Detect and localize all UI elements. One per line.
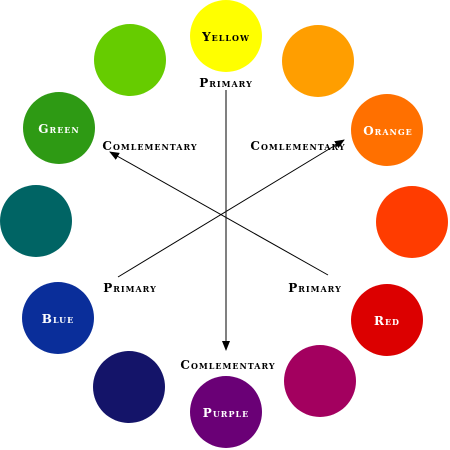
- color-circle-green: [23, 92, 95, 164]
- color-circle-orange: [351, 94, 423, 166]
- color-circle-yellow-orange: [282, 25, 354, 97]
- label-yellow: Yellow: [201, 30, 250, 44]
- label-green: Green: [38, 122, 79, 136]
- primary-label-left: Primary: [103, 281, 157, 295]
- color-circle-red-purple: [284, 345, 356, 417]
- color-circle-yellow: [190, 0, 262, 72]
- color-circle-blue-green: [0, 185, 72, 257]
- complementary-label-bottom: Comlementary: [180, 358, 275, 372]
- label-blue: Blue: [42, 312, 74, 326]
- color-circle-red: [351, 284, 423, 356]
- label-purple: Purple: [203, 406, 249, 420]
- complementary-arrows: [109, 90, 345, 351]
- color-circle-yellow-green: [94, 24, 166, 96]
- circle-labels: Yellow Orange Red Purple Blue Green: [38, 30, 413, 420]
- arrow-blue-to-orange: [117, 139, 345, 278]
- primary-label-right: Primary: [288, 281, 342, 295]
- color-circle-red-orange: [376, 186, 448, 258]
- complementary-label-left: Comlementary: [102, 139, 197, 153]
- arrow-red-to-green: [109, 151, 329, 276]
- label-red: Red: [374, 314, 400, 328]
- primary-label-top: Primary: [199, 76, 253, 90]
- color-circle-blue: [22, 282, 94, 354]
- complementary-label-right: Comlementary: [250, 139, 345, 153]
- axis-labels: Primary Primary Primary Comlementary Com…: [102, 76, 345, 372]
- color-circle-blue-purple: [93, 351, 165, 423]
- color-circle-purple: [190, 376, 262, 448]
- label-orange: Orange: [363, 124, 413, 138]
